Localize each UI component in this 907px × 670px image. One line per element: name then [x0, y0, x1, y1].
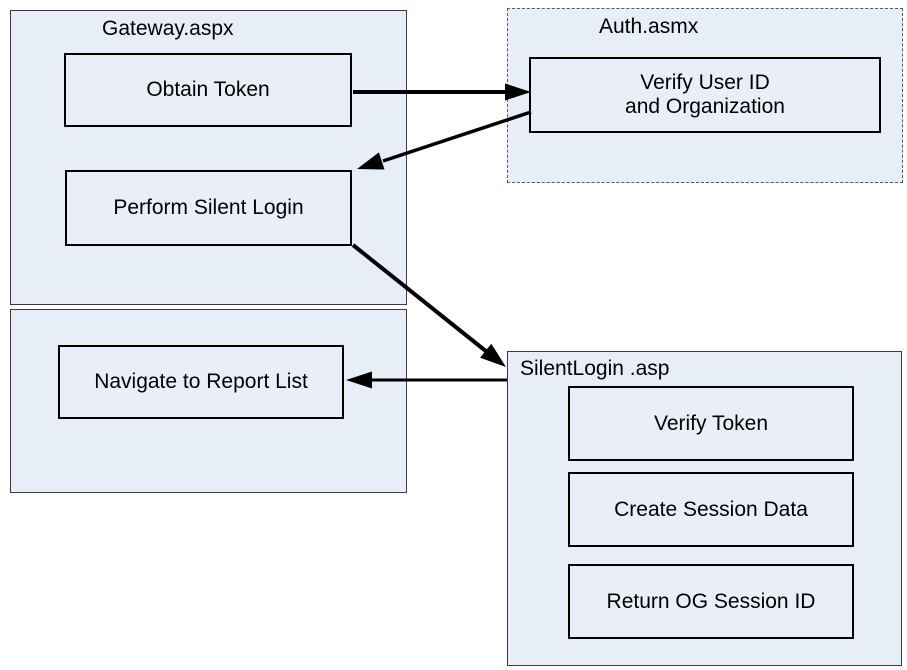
- silent-login-container: SilentLogin .asp Verify Token Create Ses…: [507, 351, 902, 666]
- node-verify-token: Verify Token: [568, 386, 854, 461]
- gateway-title: Gateway.aspx: [102, 17, 234, 40]
- node-create-session-data: Create Session Data: [568, 472, 854, 547]
- node-verify-user: Verify User ID and Organization: [529, 57, 881, 133]
- auth-title: Auth.asmx: [599, 15, 699, 38]
- silent-login-title: SilentLogin .asp: [520, 357, 670, 380]
- node-obtain-token: Obtain Token: [64, 53, 352, 127]
- node-perform-silent-login: Perform Silent Login: [65, 170, 352, 246]
- gateway-container: Gateway.aspx Obtain Token Perform Silent…: [10, 10, 407, 305]
- node-navigate-report-list: Navigate to Report List: [58, 345, 344, 419]
- node-return-og-session-id: Return OG Session ID: [568, 564, 854, 639]
- auth-container: Auth.asmx Verify User ID and Organizatio…: [507, 8, 903, 183]
- gateway-lower-section: Navigate to Report List: [10, 309, 407, 493]
